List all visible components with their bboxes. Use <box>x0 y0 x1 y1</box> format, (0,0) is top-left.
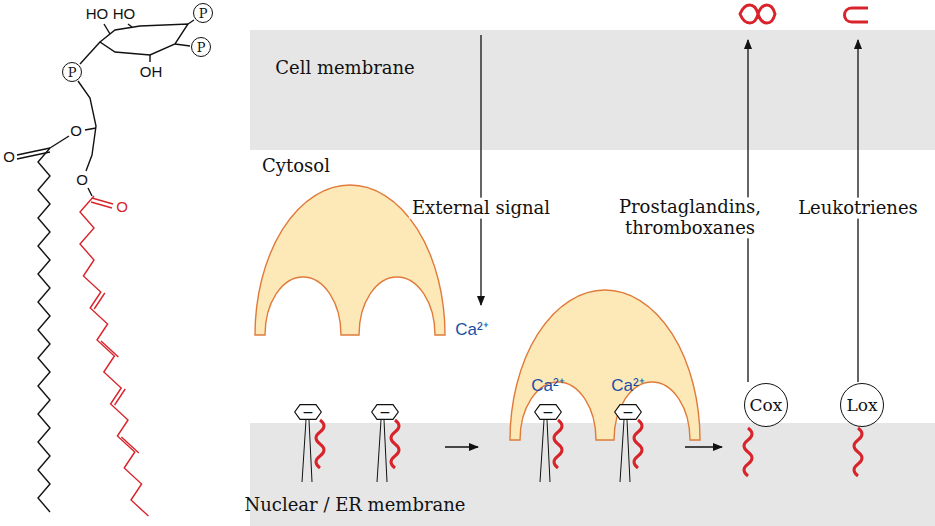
region-label: Nuclear / ER membrane <box>245 495 466 516</box>
atom-label: O <box>116 198 128 215</box>
lipid-tail <box>620 420 630 482</box>
node-text: P <box>197 41 206 54</box>
fatty-acid-chains <box>38 148 148 516</box>
region-label: Cytosol <box>262 156 330 177</box>
double-bond <box>115 389 126 405</box>
atom-label: HO <box>113 5 136 22</box>
node-text: − <box>302 405 314 419</box>
region-label: Prostaglandins, thromboxanes <box>601 197 779 238</box>
head-group-hexagon: − <box>294 404 322 420</box>
head-group-hexagon: − <box>371 404 399 420</box>
hexagon-shape <box>535 405 562 420</box>
node-text: P <box>68 66 77 79</box>
node-text: Lox <box>846 397 877 414</box>
phosphate-circle: P <box>193 3 213 23</box>
region-label: External signal <box>409 198 553 219</box>
cell-membrane-band <box>250 30 935 150</box>
arachidonyl-tail <box>554 420 562 468</box>
inositol-structure <box>17 20 194 196</box>
atom-label: O <box>3 148 15 165</box>
arachidonyl-tail <box>316 420 324 468</box>
phosphate-circle: P <box>191 37 211 57</box>
atom-label: OH <box>140 63 163 80</box>
atom-label: HO <box>86 5 109 22</box>
signal-arrows <box>445 35 858 447</box>
saturated-chain <box>38 148 50 512</box>
enzyme-circle: Cox <box>744 383 788 427</box>
region-label: Cell membrane <box>275 58 415 79</box>
head-group-hexagon: − <box>614 404 642 420</box>
eicosanoid-products <box>740 5 868 23</box>
hexagon-shape <box>372 405 399 420</box>
double-bond <box>121 437 138 453</box>
node-text: − <box>622 405 634 419</box>
hexagon-shape <box>615 405 642 420</box>
atom-label: O <box>76 171 88 188</box>
ion-label: Ca²⁺ <box>611 376 644 396</box>
arachidonyl-tail <box>391 420 399 468</box>
phosphate-circle: P <box>62 62 82 82</box>
lipid-tail <box>377 420 387 482</box>
arachidonyl-tail <box>744 428 752 476</box>
region-label: Leukotrienes <box>795 198 921 219</box>
arachidonyl-tail <box>634 420 642 468</box>
carbonyl-bond <box>91 202 112 208</box>
ion-label: Ca²⁺ <box>455 320 488 340</box>
double-bond <box>101 341 118 357</box>
lipid-tails <box>302 420 862 482</box>
node-text: − <box>542 405 554 419</box>
atom-label: O <box>70 122 82 139</box>
arachidonyl-tail <box>854 428 862 476</box>
double-bond <box>94 293 105 309</box>
arachidonic-chain <box>80 196 148 516</box>
head-group-hexagon: − <box>534 404 562 420</box>
node-text: Cox <box>750 397 783 414</box>
lipid-tail <box>540 420 550 482</box>
hexagon-shape <box>295 405 322 420</box>
enzyme-circle: Lox <box>840 383 884 427</box>
node-text: − <box>379 405 391 419</box>
ion-label: Ca²⁺ <box>531 376 564 396</box>
node-text: P <box>199 7 208 20</box>
lipid-tail <box>302 420 312 482</box>
